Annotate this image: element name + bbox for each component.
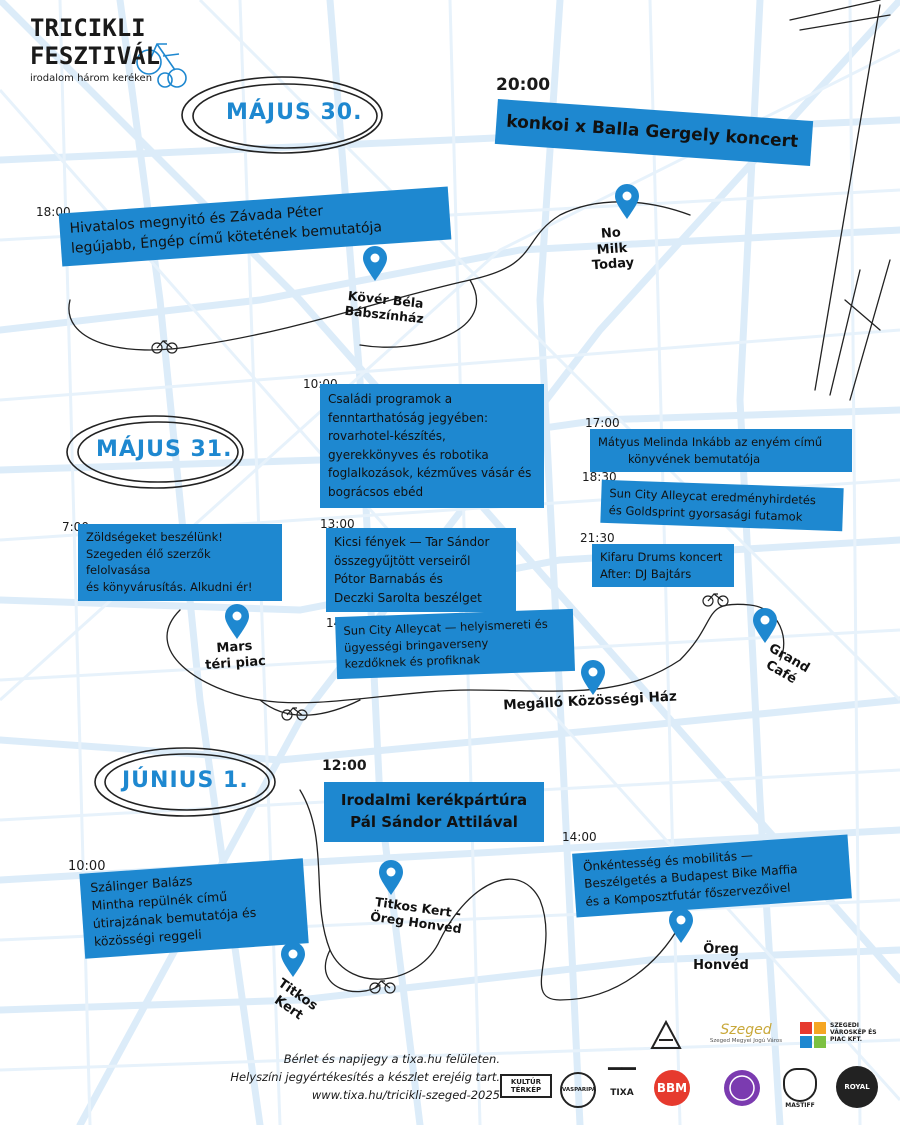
footer-line-tickets: Helyszíni jegyértékesítés a készlet erej… <box>230 1070 500 1084</box>
sponsor-logo-mastiff: MASTIFF <box>780 1068 820 1109</box>
event-jun1-tour: Irodalmi kerékpártúra Pál Sándor Attiláv… <box>324 782 544 842</box>
sponsor-logo-royal: ROYAL <box>836 1066 878 1108</box>
date-jun1: JÚNIUS 1. <box>122 768 249 793</box>
event-may31-lights: Kicsi fények — Tar Sándor összegyűjtött … <box>326 528 516 613</box>
bike-icon <box>702 593 729 607</box>
footer-link[interactable]: www.tixa.hu/tricikli-szeged-2025 <box>311 1088 500 1102</box>
route-line-may31 <box>166 603 785 704</box>
time-may31-drums: 21:30 <box>580 531 615 545</box>
time-jun1-breakfast: 10:00 <box>68 859 106 874</box>
sponsor-logo-vasparipa: VASPARIPA <box>560 1072 596 1108</box>
footer-line-pass: Bérlet és napijegy a tixa.hu felületen. <box>283 1052 500 1066</box>
map-pin-icon <box>615 184 639 219</box>
map-pin-icon <box>363 246 387 281</box>
event-may31-alleycat: Sun City Alleycat — helyismereti és ügye… <box>334 608 576 680</box>
date-may31: MÁJUS 31. <box>96 437 233 462</box>
time-jun1-tour: 12:00 <box>322 758 367 774</box>
sponsor-logo-kultur: KULTÚR TÉRKÉP <box>500 1074 552 1098</box>
time-may30-concert: 20:00 <box>496 75 551 95</box>
bike-icon <box>369 980 396 994</box>
map-pin-icon <box>225 604 249 639</box>
time-may31-lights: 13:00 <box>320 517 355 531</box>
title-line-1: TRICIKLI <box>30 14 146 42</box>
route-line-jun1 <box>299 789 681 1001</box>
sponsor-logo-szeged: Szeged Szeged Megyei Jogú Város <box>709 1022 783 1044</box>
map-pin-icon <box>581 660 605 695</box>
bike-icon <box>281 707 308 721</box>
mustache-icon: ▔▔ <box>608 1068 636 1089</box>
map-pin-icon <box>281 942 305 977</box>
date-circle-may30 <box>181 76 383 154</box>
event-may31-results: Sun City Alleycat eredményhirdetés és Go… <box>600 479 844 532</box>
time-jun1-volunteer: 14:00 <box>562 830 597 844</box>
sponsor-logo-round-icon <box>724 1070 760 1106</box>
sponsor-logo-varoskep-icon <box>800 1022 826 1048</box>
sponsor-logo-a-icon <box>650 1020 682 1049</box>
route-line-may30 <box>68 201 691 351</box>
event-may31-greens: Zöldségeket beszélünk! Szegeden élő szer… <box>78 524 282 601</box>
dog-icon <box>783 1068 817 1102</box>
date-circle-jun1 <box>94 747 276 817</box>
tricycle-logo-icon <box>136 43 187 88</box>
event-may31-drums: Kifaru Drums koncert After: DJ Bajtárs <box>592 544 734 588</box>
footer-info: Bérlet és napijegy a tixa.hu felületen. … <box>200 1050 500 1104</box>
map-pin-icon <box>379 860 403 895</box>
sponsor-logo-bbm: BBM <box>654 1070 690 1106</box>
date-may30: MÁJUS 30. <box>226 100 363 125</box>
festival-tagline: irodalom három keréken <box>30 73 153 84</box>
time-may31-matyus: 17:00 <box>585 416 620 430</box>
event-may31-family: Családi programok a fenntarthatóság jegy… <box>320 384 544 508</box>
event-jun1-breakfast: Szálinger Balázs Mintha repülnék című út… <box>79 858 309 959</box>
event-may31-matyus: Mátyus Melinda Inkább az enyém című köny… <box>590 429 852 473</box>
bike-icon <box>151 340 178 354</box>
sponsor-logo-varoskep: SZEGEDI VÁROSKÉP ÉS PIAC KFT. <box>830 1022 877 1043</box>
title-line-2: FESZTIVÁL <box>30 42 161 70</box>
scribble-decoration <box>789 0 891 401</box>
map-pin-icon <box>753 608 777 643</box>
map-pin-icon <box>669 908 693 943</box>
date-circle-may31 <box>66 415 244 489</box>
sponsor-logo-tixa: ▔▔ TIXA <box>606 1068 638 1099</box>
festival-title: TRICIKLI FESZTIVÁL <box>30 14 160 70</box>
